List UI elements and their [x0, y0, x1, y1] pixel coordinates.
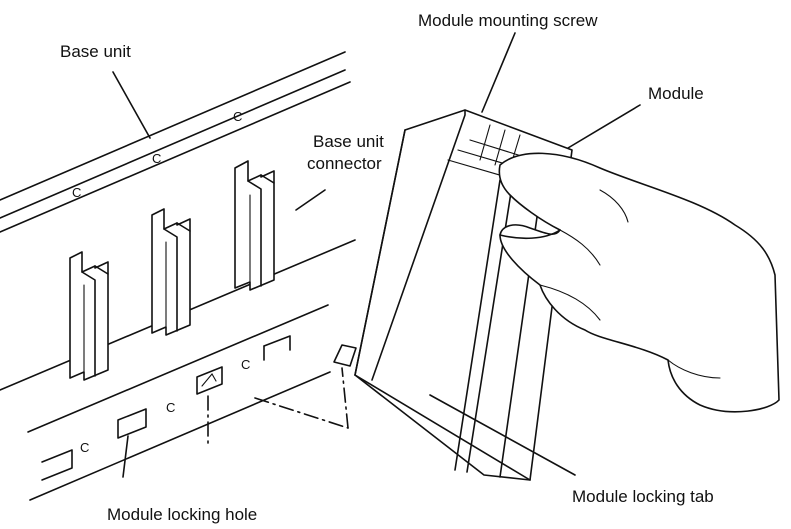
label-module-mounting-screw: Module mounting screw — [418, 11, 598, 30]
leader-module — [567, 104, 641, 149]
base-unit-top-rail — [0, 51, 351, 233]
leader-base-unit-connector — [295, 189, 326, 211]
leader-base-unit — [112, 71, 151, 139]
label-module-locking-hole: Module locking hole — [107, 505, 258, 524]
base-unit-connector-3 — [234, 160, 275, 291]
label-base-unit-connector-line2: connector — [307, 154, 382, 173]
label-base-unit-connector-line1: Base unit — [313, 132, 384, 151]
leader-locking-tab — [429, 394, 576, 476]
rail-c-marks: C C C C C C — [72, 109, 250, 455]
base-unit-connector-1 — [69, 251, 109, 381]
c-mark: C — [72, 185, 81, 200]
c-mark: C — [80, 440, 89, 455]
leader-lines — [112, 32, 641, 478]
c-mark: C — [233, 109, 242, 124]
label-module-locking-tab: Module locking tab — [572, 487, 714, 506]
c-mark: C — [152, 151, 161, 166]
c-mark: C — [166, 400, 175, 415]
hand-illustration — [498, 152, 780, 413]
module-locking-holes — [41, 335, 291, 481]
label-base-unit: Base unit — [60, 42, 131, 61]
leader-mounting-screw — [481, 32, 516, 113]
alignment-lines — [207, 367, 349, 446]
base-unit-connector-2 — [151, 208, 191, 336]
label-module: Module — [648, 84, 704, 103]
leader-locking-hole — [122, 435, 129, 478]
module-locking-tab — [333, 344, 357, 367]
c-mark: C — [241, 357, 250, 372]
